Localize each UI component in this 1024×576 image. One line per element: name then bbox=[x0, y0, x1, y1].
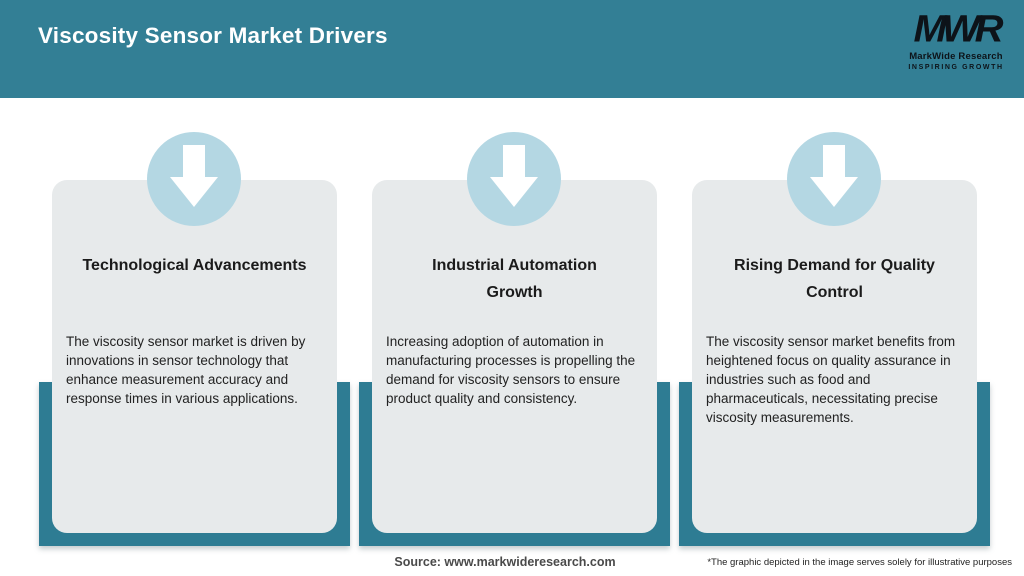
card-title: Technological Advancements bbox=[82, 257, 307, 274]
card-body: The viscosity sensor market is driven by… bbox=[66, 334, 306, 406]
logo-name: MarkWide Research bbox=[909, 51, 1003, 62]
arrow-circle-badge bbox=[787, 132, 881, 226]
logo-tagline: INSPIRING GROWTH bbox=[908, 63, 1004, 71]
down-arrow-icon bbox=[490, 145, 538, 207]
page-title: Viscosity Sensor Market Drivers bbox=[38, 23, 388, 48]
driver-card-rising-demand-quality-control: Rising Demand for Quality Control The vi… bbox=[692, 180, 977, 533]
driver-card-industrial-automation-growth: Industrial Automation Growth Increasing … bbox=[372, 180, 657, 533]
footer-disclaimer: *The graphic depicted in the image serve… bbox=[707, 557, 1012, 568]
arrow-circle-badge bbox=[147, 132, 241, 226]
down-arrow-icon bbox=[170, 145, 218, 207]
arrow-circle-badge bbox=[467, 132, 561, 226]
header-bar: Viscosity Sensor Market Drivers MWR Mark… bbox=[0, 0, 1024, 98]
down-arrow-icon bbox=[810, 145, 858, 207]
card-body: The viscosity sensor market benefits fro… bbox=[706, 334, 956, 425]
card-title: Rising Demand for Quality Control bbox=[734, 257, 935, 301]
footer-source: Source: www.markwideresearch.com bbox=[394, 555, 616, 569]
card-title: Industrial Automation Growth bbox=[432, 257, 597, 301]
card-body: Increasing adoption of automation in man… bbox=[386, 334, 636, 406]
driver-card-technological-advancements: Technological Advancements The viscosity… bbox=[52, 180, 337, 533]
logo-monogram: MWR bbox=[913, 8, 1004, 50]
brand-logo: MWR MarkWide Research INSPIRING GROWTH bbox=[908, 9, 1004, 71]
